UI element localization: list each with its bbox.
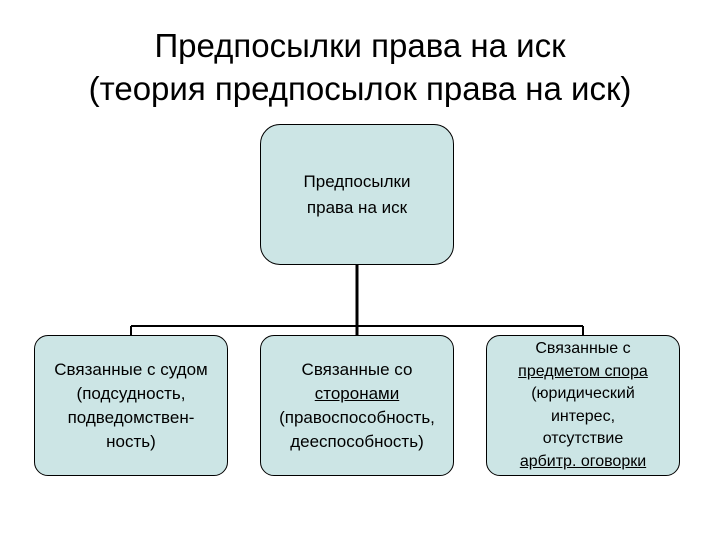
child-line: интерес, xyxy=(550,407,616,425)
child-node-court-text: Связанные с судом (подсудность, подведом… xyxy=(54,358,207,454)
child-line: арбитр. оговорки xyxy=(519,452,647,470)
child-line: подведомствен- xyxy=(67,407,195,427)
root-node: Предпосылки права на иск xyxy=(260,124,454,265)
child-line: (правоспособность, xyxy=(279,407,435,427)
child-node-court: Связанные с судом (подсудность, подведом… xyxy=(34,335,228,476)
child-line: (юридический xyxy=(531,385,635,402)
child-line: отсутствие xyxy=(542,430,624,447)
child-node-parties: Связанные со сторонами (правоспособность… xyxy=(260,335,454,476)
root-line: права на иск xyxy=(306,197,408,217)
child-line: сторонами xyxy=(314,383,400,403)
child-line: Связанные со xyxy=(301,359,413,379)
title-line-1: Предпосылки права на иск xyxy=(154,27,566,64)
slide-title: Предпосылки права на иск (теория предпос… xyxy=(0,24,720,110)
child-line: дееспособность) xyxy=(290,431,424,451)
child-line: ность) xyxy=(106,431,156,451)
child-line: предметом спора xyxy=(518,362,648,380)
child-node-subject: Связанные с предметом спора (юридический… xyxy=(486,335,680,476)
child-line: Связанные с судом xyxy=(54,359,208,379)
child-line: Связанные с xyxy=(535,340,631,357)
child-line: (подсудность, xyxy=(76,383,186,403)
child-node-parties-text: Связанные со сторонами (правоспособность… xyxy=(279,358,435,454)
child-node-subject-text: Связанные с предметом спора (юридический… xyxy=(518,338,648,473)
title-line-2: (теория предпосылок права на иск) xyxy=(88,70,632,107)
root-node-text: Предпосылки права на иск xyxy=(304,169,411,221)
root-line: Предпосылки xyxy=(303,171,411,191)
